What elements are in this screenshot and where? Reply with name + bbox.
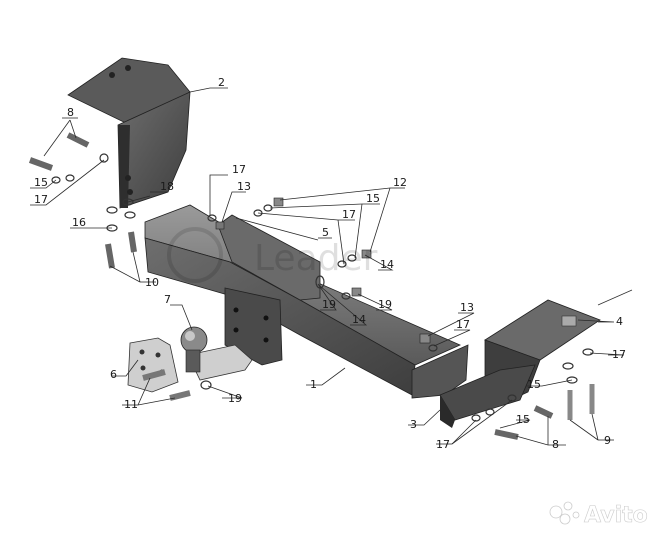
label-17-right: 17: [456, 318, 470, 331]
tow-ball-assembly: [127, 326, 253, 393]
label-17-top: 17: [232, 163, 246, 176]
watermark-text: Leader: [254, 238, 378, 279]
label-3: 3: [410, 418, 417, 431]
label-2: 2: [218, 76, 225, 89]
label-15-top: 15: [366, 192, 380, 205]
label-13-right: 13: [460, 301, 474, 314]
part-labels: 2 8 15 17 18 16 10 17 13 12 15 17 5 14 1…: [34, 76, 626, 451]
label-17-far-right: 17: [612, 348, 626, 361]
washers-nuts: [51, 153, 594, 422]
label-6: 6: [110, 368, 117, 381]
label-8-left: 8: [67, 106, 74, 119]
bracket-right-lower: [439, 364, 536, 428]
label-1: 1: [310, 378, 317, 391]
label-17-mid: 17: [342, 208, 356, 221]
label-13-top: 13: [237, 180, 251, 193]
label-16: 16: [72, 216, 86, 229]
label-17-bottom: 17: [436, 438, 450, 451]
label-18: 18: [160, 180, 174, 193]
label-15-bottom: 15: [516, 413, 530, 426]
label-19-bottom: 19: [228, 392, 242, 405]
label-10: 10: [145, 276, 159, 289]
leader-watermark: Leader: [167, 227, 378, 283]
bolts: [28, 132, 595, 440]
label-14-mid: 14: [352, 313, 366, 326]
label-17-left: 17: [34, 193, 48, 206]
crossbar: [144, 204, 469, 399]
label-19-mid: 19: [378, 298, 392, 311]
label-7: 7: [164, 293, 171, 306]
label-5: 5: [322, 226, 329, 239]
label-11: 11: [124, 398, 138, 411]
label-4: 4: [616, 315, 623, 328]
bracket-left: [67, 57, 191, 209]
leader-lines: [30, 87, 625, 446]
label-19-left: 19: [322, 298, 336, 311]
avito-logo-text: Avito: [584, 503, 648, 528]
label-15-left: 15: [34, 176, 48, 189]
label-8-right: 8: [552, 438, 559, 451]
label-9: 9: [604, 434, 611, 447]
avito-watermark: Avito: [549, 501, 648, 528]
label-14-top: 14: [380, 258, 394, 271]
label-15-right: 15: [527, 378, 541, 391]
label-12: 12: [393, 176, 407, 189]
